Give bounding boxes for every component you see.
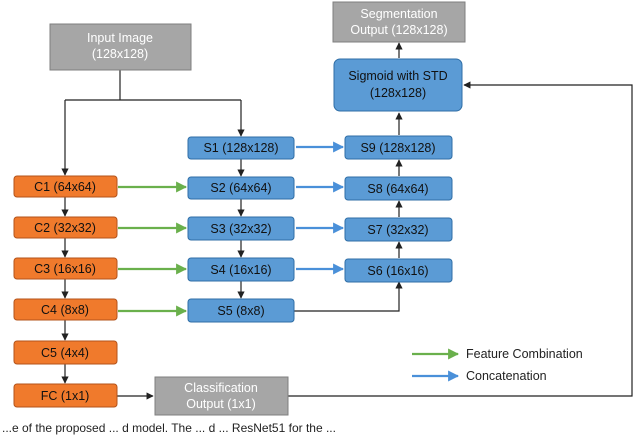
c3-label: C3 (16x16) [34,262,96,276]
sigmoid-std-size: (128x128) [370,86,426,100]
s6-label: S6 (16x16) [367,264,428,278]
s5-node: S5 (8x8) [187,298,295,323]
c1-node: C1 (64x64) [13,175,118,198]
s7-node: S7 (32x32) [344,217,453,242]
edge-s5-s6 [294,281,403,312]
s3-label: S3 (32x32) [210,222,271,236]
s7-label: S7 (32x32) [367,223,428,237]
s9-label: S9 (128x128) [360,141,435,155]
c5-node: C5 (4x4) [13,340,118,365]
s1-node: S1 (128x128) [187,136,295,160]
s2-node: S2 (64x64) [187,176,295,200]
input-image-size: (128x128) [92,47,148,61]
edge-cls-sigmoid [288,81,633,397]
feature-combination-arrows [118,181,188,317]
connectors [61,42,633,400]
segmentation-output-title: Segmentation [360,7,437,21]
s6-node: S6 (16x16) [344,258,453,283]
s4-label: S4 (16x16) [210,263,271,277]
s5-label: S5 (8x8) [217,304,264,318]
s4-node: S4 (16x16) [187,257,295,282]
concatenation-arrows [296,141,345,275]
c5-label: C5 (4x4) [41,346,89,360]
legend-feature-combination: Feature Combination [466,347,583,361]
segmentation-output-size: Output (128x128) [350,23,447,37]
sigmoid-std-node: Sigmoid with STD (128x128) [333,58,463,112]
segmentation-output-node: Segmentation Output (128x128) [332,1,466,43]
s8-node: S8 (64x64) [344,176,453,201]
fc-label: FC (1x1) [41,389,90,403]
legend: Feature Combination Concatenation [412,347,583,383]
s2-label: S2 (64x64) [210,181,271,195]
figure-caption: ...e of the proposed ... d model. The ..… [2,421,336,435]
c2-label: C2 (32x32) [34,221,96,235]
sigmoid-std-title: Sigmoid with STD [348,69,447,83]
c4-label: C4 (8x8) [41,303,89,317]
s8-label: S8 (64x64) [367,182,428,196]
c4-node: C4 (8x8) [13,298,118,321]
c2-node: C2 (32x32) [13,216,118,239]
fc-node: FC (1x1) [13,383,118,408]
c3-node: C3 (16x16) [13,257,118,280]
classification-output-node: Classification Output (1x1) [154,376,289,416]
input-image-node: Input Image (128x128) [49,23,192,71]
s3-node: S3 (32x32) [187,216,295,241]
input-image-title: Input Image [87,31,153,45]
classification-output-size: Output (1x1) [186,397,255,411]
classification-output-title: Classification [184,381,258,395]
s1-label: S1 (128x128) [203,141,278,155]
legend-concatenation: Concatenation [466,369,547,383]
c1-label: C1 (64x64) [34,180,96,194]
s9-node: S9 (128x128) [344,135,453,160]
